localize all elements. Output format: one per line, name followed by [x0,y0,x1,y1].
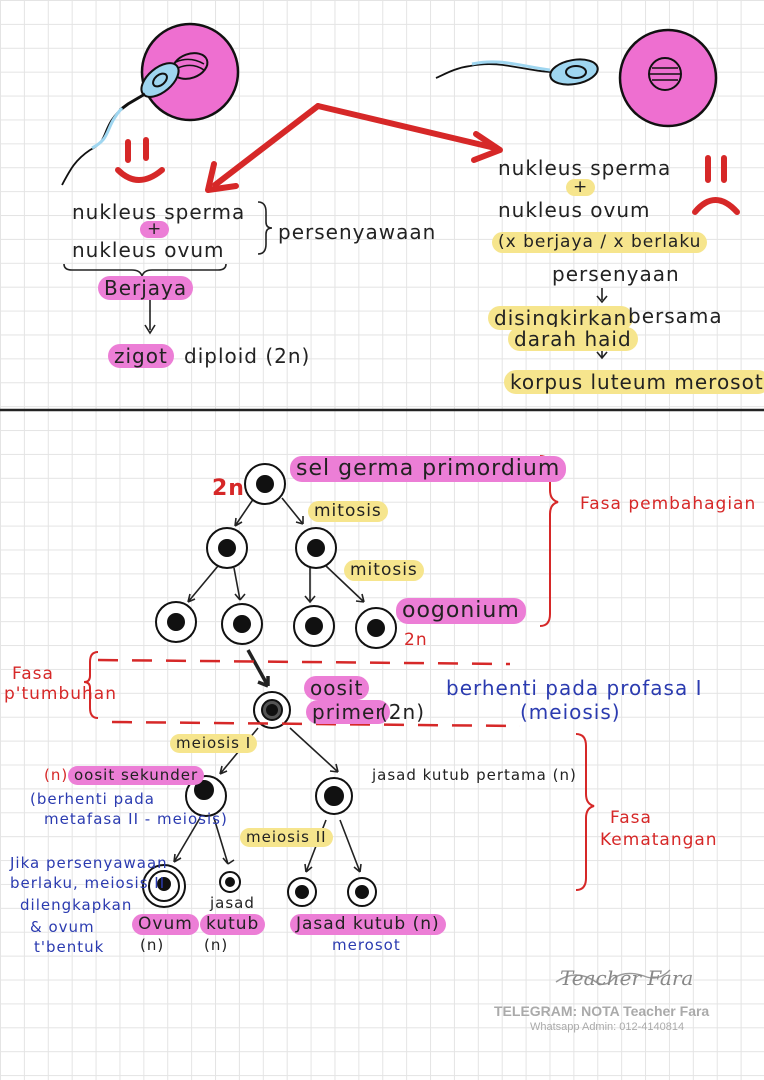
primordial-germ-cell-label: sel germa primordium [290,456,567,482]
signature-swirl [555,969,671,985]
maturation-phase-label-1: Fasa [610,808,652,828]
whatsapp-watermark: Whatsapp Admin: 012-4140814 [530,1021,685,1033]
egg-sperm-fertilized [61,22,240,186]
meiosis-2-label: meiosis II [240,828,333,847]
growth-phase-label-1: Fasa [12,664,54,684]
arrest-metaphase-label-2: metafasa II - meiosis) [44,810,228,828]
secondary-oocyte-ploidy: (n) [44,766,69,784]
corpus-luteum-badge: korpus luteum merosot [504,370,764,394]
top-left-plus: + [140,221,170,238]
primary-oocyte-ploidy: (2n) [380,700,426,724]
first-polar-body-label: jasad kutub pertama (n) [372,766,577,784]
note-line-2: berlaku, meiosis II [10,874,166,892]
mitosis-label-1: mitosis [308,501,388,522]
note-line-3: dilengkapkan [20,896,133,914]
arrest-metaphase-label-1: (berhenti pada [30,790,155,808]
arrest-meiosis-label: (meiosis) [520,700,621,724]
polar-body-label: kutub [200,914,266,935]
top-right-sperm-nucleus: nukleus sperma [498,156,672,180]
zygote-diploid-label: diploid (2n) [184,344,311,368]
not-successful-badge: (x berjaya / x berlaku [492,232,708,253]
secondary-oocyte-label: oosit sekunder [68,766,205,785]
telegram-watermark: TELEGRAM: NOTA Teacher Fara [494,1003,710,1019]
red-split-arrows [205,103,503,193]
primary-oocyte-label-1: oosit [304,676,370,700]
division-phase-label: Fasa pembahagian [580,494,757,514]
oogonium-label: oogonium [396,598,526,624]
cells [142,463,397,908]
degenerate-label: merosot [332,936,401,954]
ovum-ploidy: (n) [140,936,165,954]
ploidy-2n-oogonium: 2n [404,630,428,650]
menstrual-blood-badge: darah haid [508,327,638,351]
note-line-5: t'bentuk [34,938,105,956]
fertilization-label: persenyawaan [278,220,437,244]
top-right-plus: + [566,179,596,196]
polar-bodies-label: Jasad kutub (n) [290,914,446,935]
small-polar-body-label: jasad [210,894,255,912]
frowny-icon [692,155,740,215]
growth-phase-label-2: p'tumbuhan [4,684,117,704]
egg-sperm-unfertilized [435,28,718,128]
smiley-icon [115,137,165,183]
top-right-ovum-nucleus: nukleus ovum [498,198,651,222]
note-line-1: Jika persenyawaan [10,854,168,872]
mitosis-label-2: mitosis [344,560,424,581]
meiosis-1-label: meiosis I [170,734,258,753]
top-left-sperm-nucleus: nukleus sperma [72,200,246,224]
ploidy-2n-top: 2n [212,476,245,501]
ovum-label: Ovum [132,914,199,935]
zygote-label: zigot [108,344,174,368]
together-label: bersama [628,304,723,328]
success-badge: Berjaya [98,276,194,300]
eliminated-badge: disingkirkan [488,306,634,330]
top-right-process-label: persenyaan [552,262,680,286]
signature-name: Teacher Fara [560,966,694,990]
growth-phase-dashes [97,658,521,728]
maturation-phase-label-2: Kematangan [600,830,718,850]
note-line-4: & ovum [30,918,95,936]
primary-oocyte-label-2: primer [306,700,391,724]
polar-body-ploidy: (n) [204,936,229,954]
arrest-prophase-label: berhenti pada profasa I [446,676,703,700]
top-left-ovum-nucleus: nukleus ovum [72,238,225,262]
